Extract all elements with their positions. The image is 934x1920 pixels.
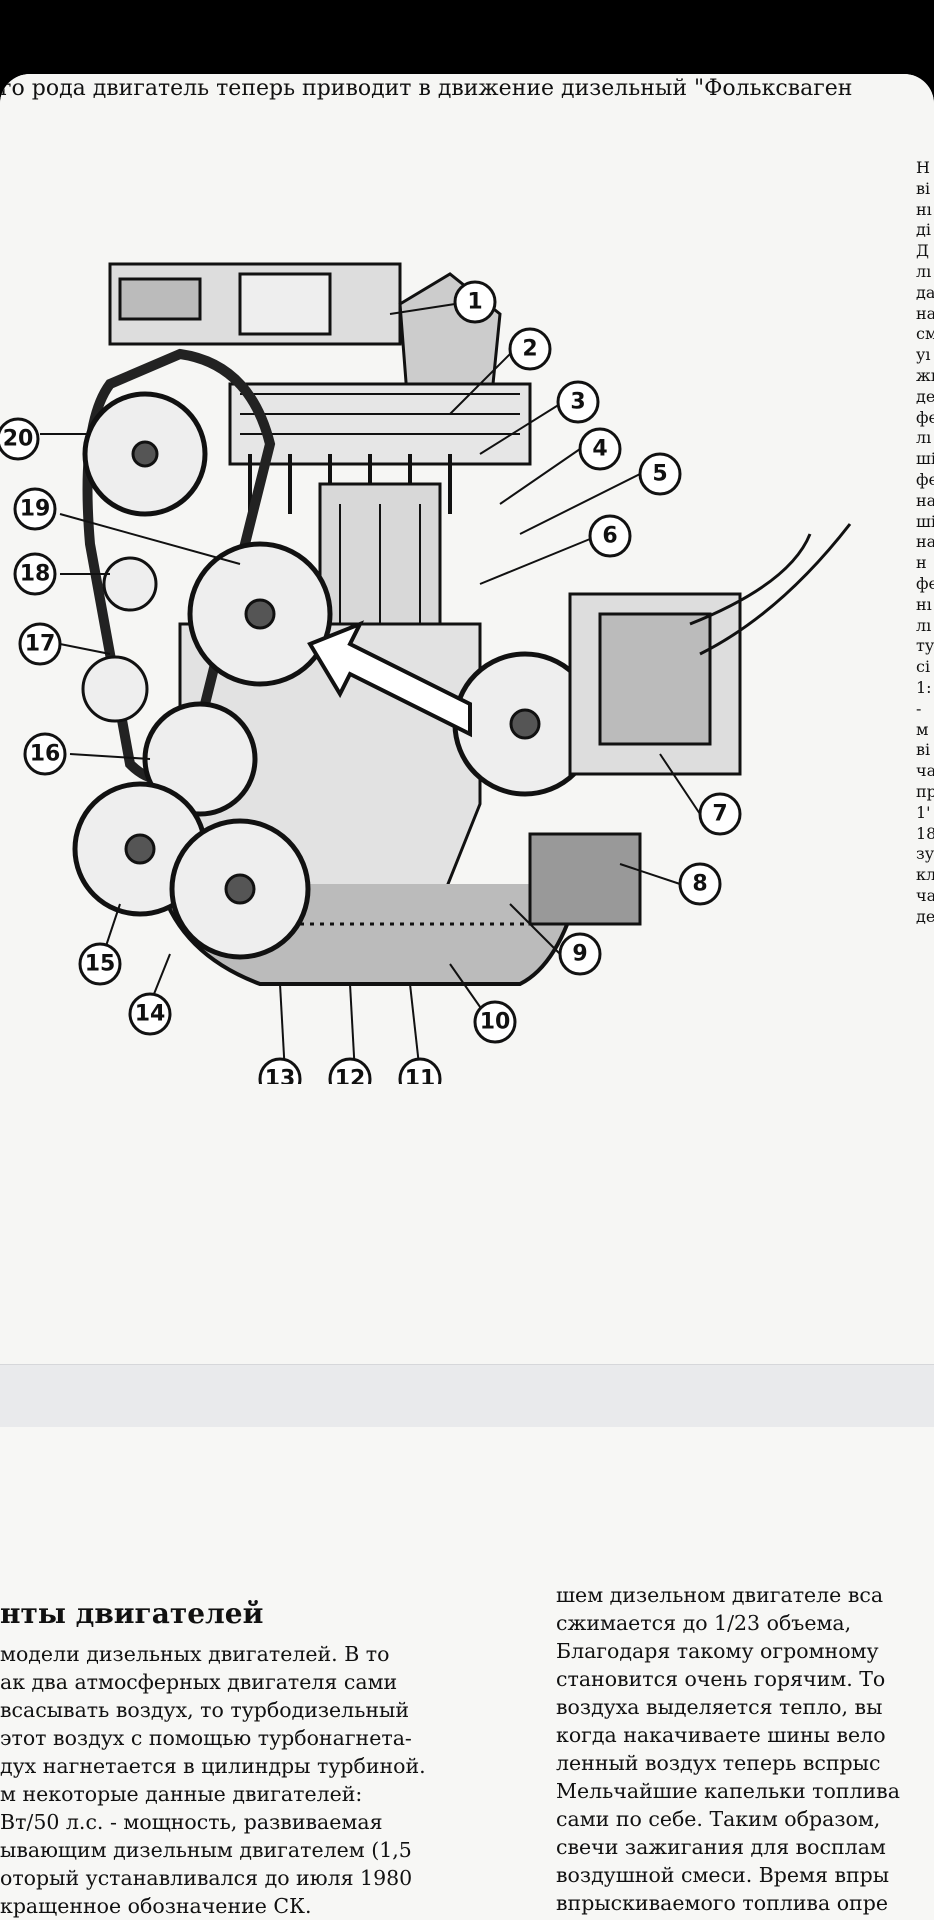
cropped-text-fragment: на	[916, 303, 934, 323]
cropped-text-fragment: фе	[916, 407, 934, 427]
text-line: оторый устанавливался до июля 1980	[0, 1866, 413, 1890]
cropped-text-fragment: ча	[916, 761, 934, 781]
callout-3: 3	[570, 390, 585, 415]
text-line: этот воздух с помощью турбонагнета-	[0, 1726, 412, 1750]
text-line: сжимается до 1/23 объема,	[556, 1611, 852, 1635]
cropped-text-fragment: м	[916, 719, 929, 739]
cropped-text-fragment: 1:	[916, 677, 932, 697]
callout-9: 9	[572, 942, 587, 967]
cropped-text-fragment: Н	[916, 158, 930, 177]
cropped-text-fragment: 1'	[916, 802, 931, 822]
cropped-text-fragment: на	[916, 532, 934, 552]
text-line: свечи зажигания для восплам	[556, 1835, 886, 1859]
page-separator	[0, 1364, 934, 1428]
text-line: сами по себе. Таким образом,	[556, 1807, 881, 1831]
right-text-column: шем дизельном двигателе вса сжимается до …	[556, 1581, 934, 1920]
cropped-text-fragment: да	[916, 282, 934, 302]
callout-5: 5	[652, 462, 667, 487]
text-line: воздушной смеси. Время впры	[556, 1863, 890, 1887]
callout-2: 2	[522, 337, 537, 362]
text-line: ак два атмосферных двигателя сами	[0, 1670, 398, 1694]
cropped-text-fragment: уı	[916, 345, 931, 365]
document-page: го рода двигатель теперь приводит в движ…	[0, 74, 934, 1920]
cropped-text-fragment: -	[916, 698, 922, 718]
callout-18: 18	[20, 562, 51, 587]
cropped-text-fragment: ші	[916, 449, 934, 469]
cropped-text-fragment: нı	[916, 594, 932, 614]
cropped-text-fragment: н	[916, 553, 927, 573]
cropped-text-fragment: лı	[916, 261, 932, 281]
text-line: шем дизельном двигателе вса	[556, 1583, 884, 1607]
cropped-text-fragment: фе	[916, 469, 934, 489]
scanned-page-bottom: нты двигателей модели дизельных двигател…	[0, 1427, 934, 1920]
cropped-text-fragment: ді	[916, 220, 931, 240]
left-text-column: нты двигателей модели дизельных двигател…	[0, 1597, 478, 1920]
text-line: впрыскиваемого топлива опре	[556, 1891, 888, 1915]
cropped-text-fragment: лı	[916, 615, 932, 635]
text-line: воздуха выделяется тепло, вы	[556, 1695, 883, 1719]
cropped-text-fragment: см	[916, 324, 934, 344]
callout-8: 8	[692, 872, 707, 897]
callout-19: 19	[20, 497, 51, 522]
text-line: ывающим дизельным двигателем (1,5	[0, 1838, 412, 1862]
callout-7: 7	[712, 802, 727, 827]
callout-17: 17	[25, 632, 56, 657]
engine-cutaway-illustration: 1 2 3 4 5 6 7 8 9 10 11 12 13 14 15 16 1…	[0, 262, 852, 1085]
callout-15: 15	[85, 952, 116, 977]
text-line: всасывать воздух, то турбодизельный	[0, 1698, 409, 1722]
text-line: Благодаря такому огромному	[556, 1639, 879, 1663]
text-line: Мельчайшие капельки топлива	[556, 1779, 900, 1803]
text-line: Вт/50 л.с. - мощность, развиваемая	[0, 1810, 383, 1834]
text-line: дух нагнетается в цилиндры турбиной.	[0, 1754, 426, 1778]
cropped-text-fragment: ві	[916, 178, 931, 198]
callout-13: 13	[265, 1067, 296, 1085]
callout-11: 11	[405, 1067, 436, 1085]
callout-1: 1	[467, 290, 482, 315]
cropped-text-fragment: кл	[916, 865, 934, 885]
text-line: модели дизельных двигателей. В то	[0, 1642, 390, 1666]
cropped-text-fragment: пр	[916, 781, 934, 801]
header-text-line: го рода двигатель теперь приводит в движ…	[0, 76, 853, 101]
section-title: нты двигателей	[0, 1597, 264, 1630]
text-line: м некоторые данные двигателей:	[0, 1782, 363, 1806]
callout-6: 6	[602, 524, 617, 549]
cropped-text-fragment: де	[916, 906, 934, 926]
text-line: когда накачиваете шины вело	[556, 1723, 886, 1747]
cropped-text-fragment: лı	[916, 428, 932, 448]
text-line: ленный воздух теперь вспрыс	[556, 1751, 881, 1775]
text-line: становится очень горячим. То	[556, 1667, 886, 1691]
scanned-page-top: го рода двигатель теперь приводит в движ…	[0, 74, 934, 1364]
callout-12: 12	[335, 1067, 366, 1085]
cropped-text-fragment: ту	[916, 636, 934, 656]
callout-4: 4	[592, 437, 607, 462]
cropped-text-fragment: де	[916, 386, 934, 406]
cropped-text-fragment: ча	[916, 885, 934, 905]
callout-14: 14	[135, 1002, 166, 1027]
cropped-text-fragment: 18	[916, 823, 934, 843]
callout-16: 16	[30, 742, 61, 767]
callout-10: 10	[480, 1010, 511, 1035]
cropped-text-fragment: фе	[916, 573, 934, 593]
cropped-text-fragment: ві	[916, 740, 931, 760]
cropped-text-fragment: нı	[916, 199, 932, 219]
text-line: кращенное обозначение СК.	[0, 1894, 312, 1918]
cropped-text-fragment: сі	[916, 657, 931, 677]
cropped-text-fragment: Д	[916, 241, 930, 261]
cropped-text-fragment: жı	[916, 365, 934, 385]
callout-20: 20	[3, 427, 34, 452]
cropped-text-fragment: ші	[916, 511, 934, 531]
cropped-text-fragment: на	[916, 490, 934, 510]
cropped-text-fragment: зу	[916, 844, 934, 864]
